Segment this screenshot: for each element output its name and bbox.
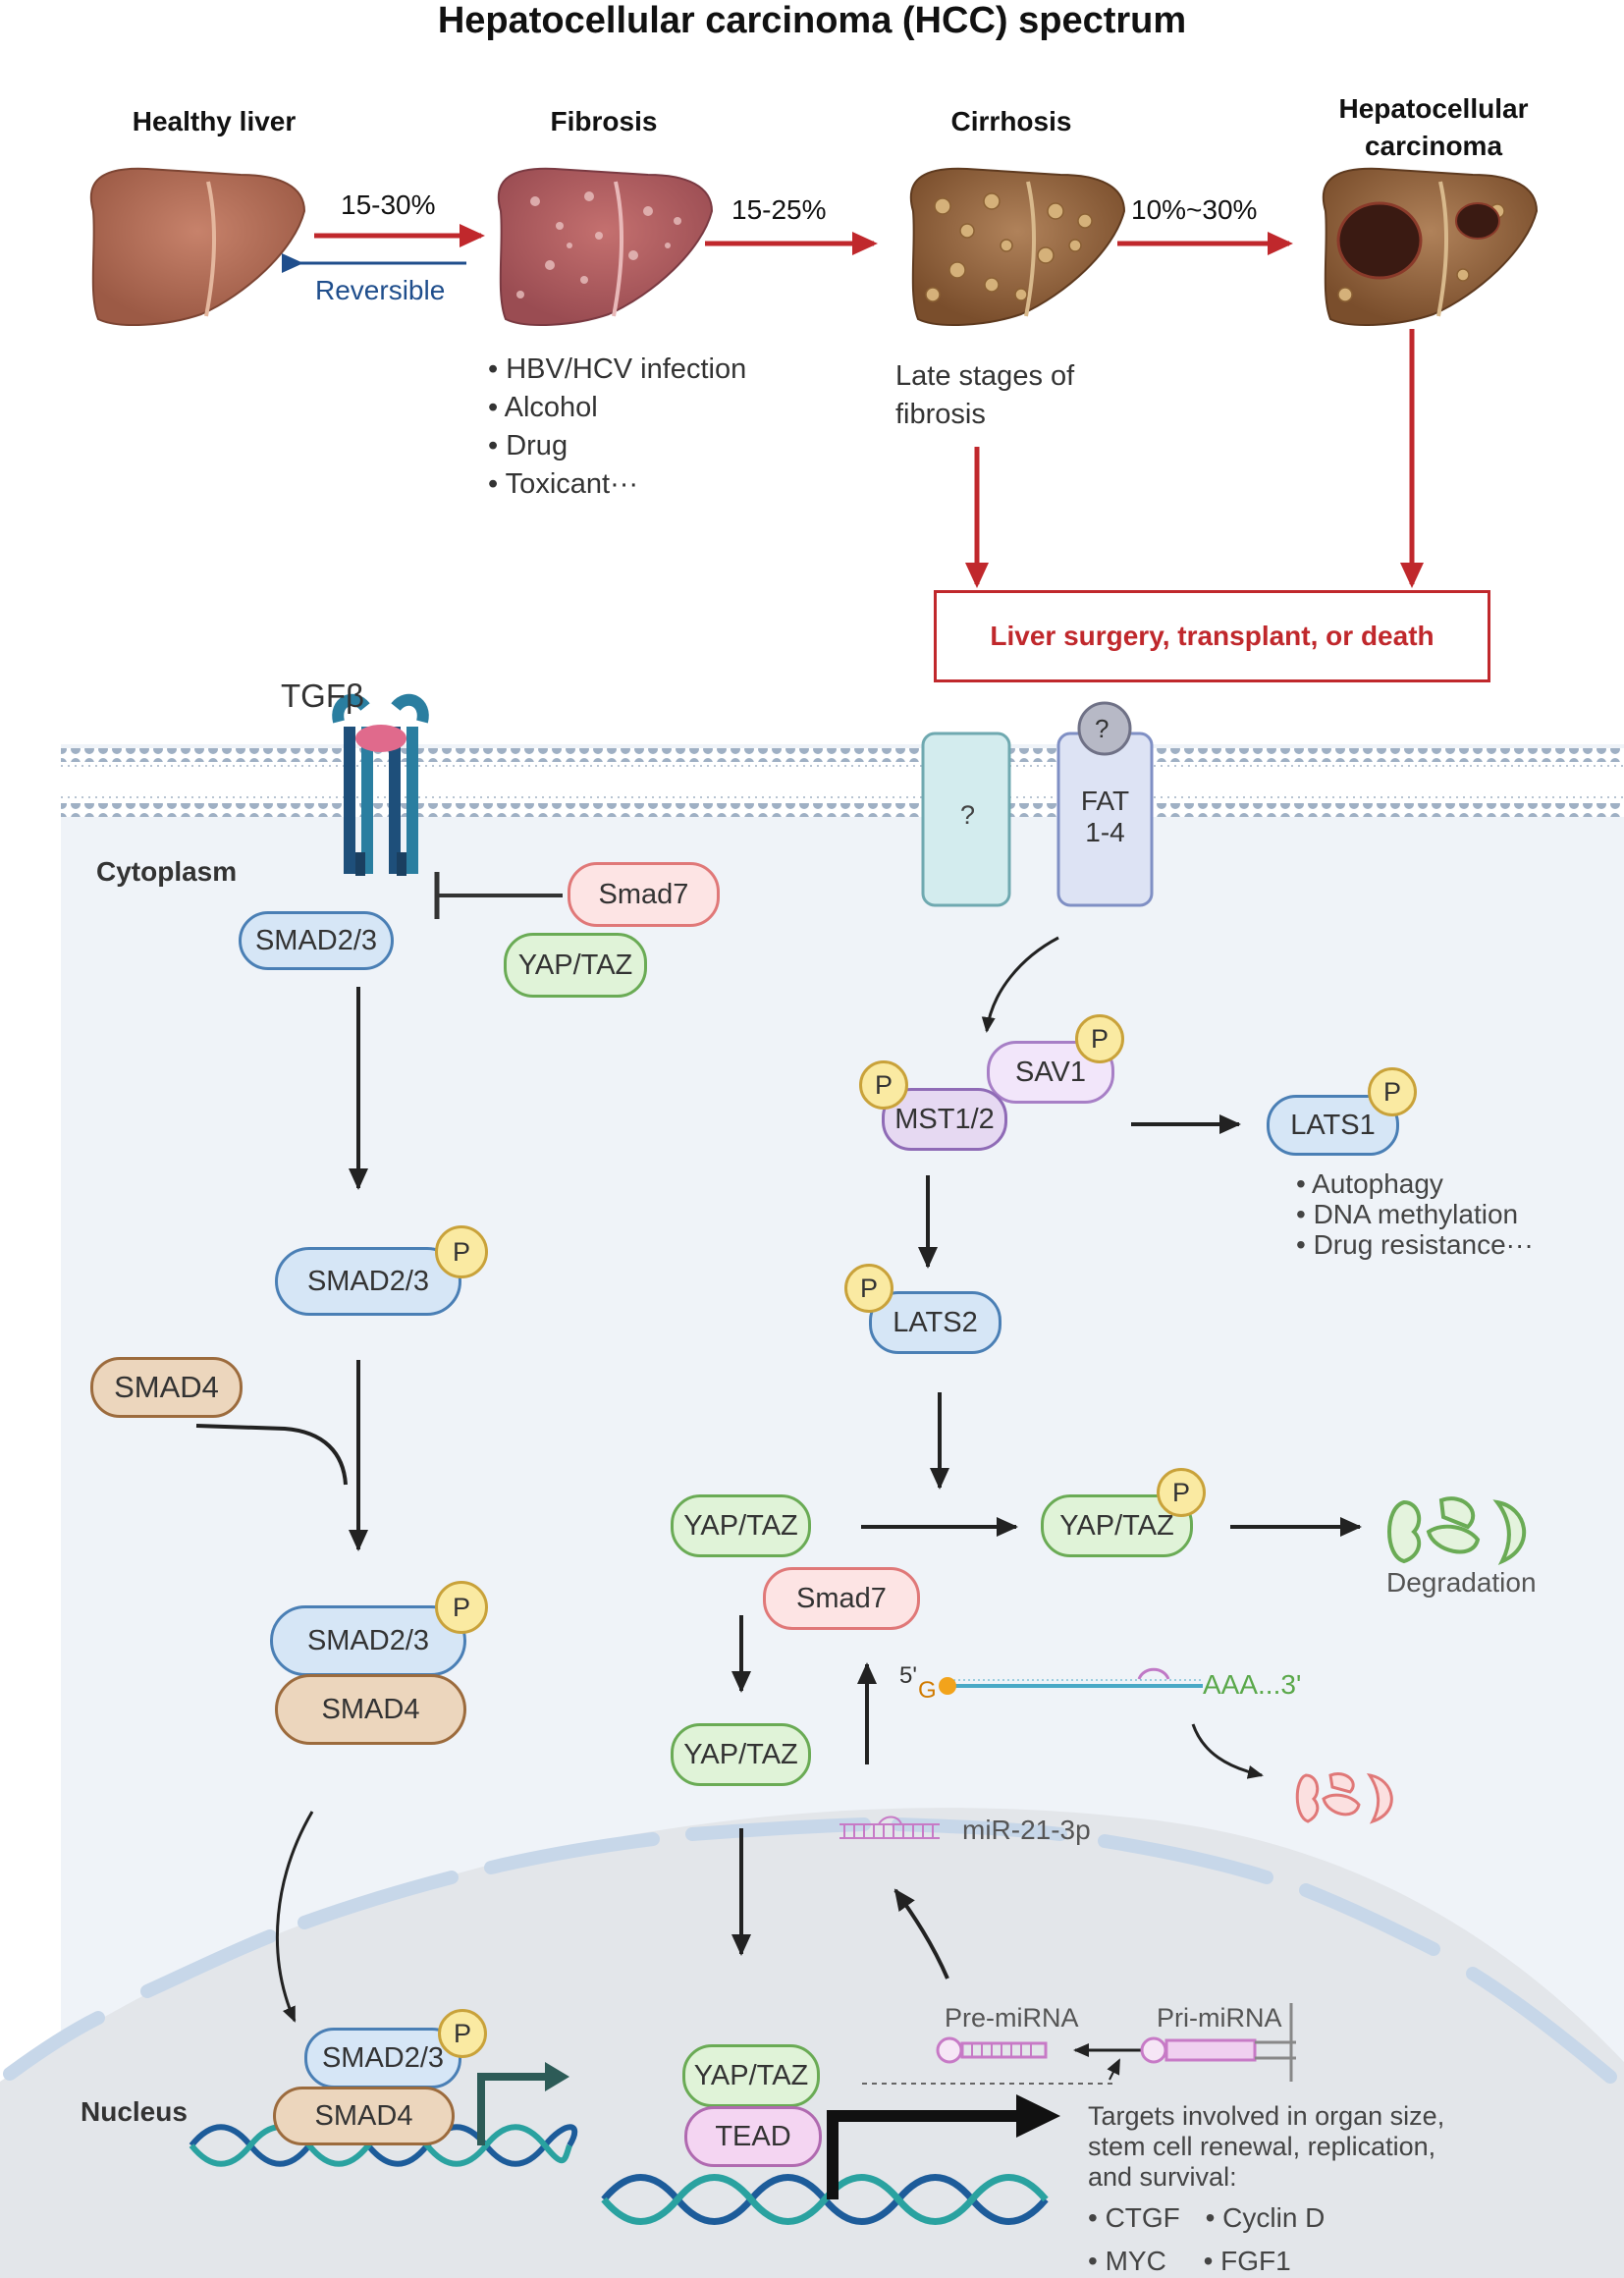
yaptaz-nuclear-bound: YAP/TAZ: [671, 1723, 811, 1786]
figure-title: Hepatocellular carcinoma (HCC) spectrum: [437, 0, 1187, 41]
cause-item: • Toxicant···: [488, 468, 639, 500]
cytoplasm-label: Cytoplasm: [96, 856, 238, 887]
mst12-node: MST1/2: [882, 1088, 1007, 1151]
stage-label-hcc-line: carcinoma: [1364, 131, 1503, 161]
smad23-membrane: SMAD2/3: [239, 911, 394, 970]
tgfb-label: TGFβ: [281, 678, 364, 714]
rate-healthy-to-fibrosis: 15-30%: [341, 190, 436, 220]
pre-mirna-hairpin-icon: [936, 2036, 1048, 2064]
targets-row: • MYC • FGF1: [1088, 2246, 1291, 2276]
fat-ligand-icon: [1077, 701, 1132, 756]
fat-label-line: FAT: [1080, 786, 1130, 816]
unknown-receptor: [921, 732, 1011, 907]
lats1-effect-item: • Drug resistance···: [1296, 1229, 1534, 1260]
pre-mirna-label: Pre-miRNA: [945, 2003, 1079, 2033]
yaptaz-phosphorylated: YAP/TAZ: [1041, 1494, 1193, 1557]
cause-item: • Drug: [488, 430, 568, 461]
phosphate-badge: P: [435, 1581, 488, 1634]
fibrosis-causes-list: • HBV/HCV infection • Alcohol • Drug • T…: [488, 351, 746, 504]
fat-receptor-label: FAT 1-4: [1058, 786, 1152, 848]
pri-mirna-label: Pri-miRNA: [1157, 2003, 1282, 2033]
degradation-label: Degradation: [1386, 1567, 1537, 1598]
lats1-node: LATS1: [1267, 1095, 1399, 1156]
targets-line: Targets involved in organ size,: [1088, 2101, 1445, 2131]
healthy-liver-icon: [89, 167, 306, 326]
fat-ligand-label: ?: [1095, 714, 1110, 743]
mrna-5prime-label: 5': [899, 1662, 917, 1689]
yaptaz-hippo: YAP/TAZ: [671, 1494, 811, 1557]
mirna-icon: [839, 1816, 940, 1839]
stage-label-cirrhosis: Cirrhosis: [950, 106, 1072, 136]
smad4-nuclear: SMAD4: [273, 2087, 455, 2145]
cirrhosis-note: Late stages of fibrosis: [895, 357, 1074, 434]
stage-label-hcc-line: Hepatocellular: [1338, 93, 1529, 124]
reversible-label: Reversible: [315, 275, 446, 305]
mrna-polya-tail: AAA...3': [1203, 1669, 1302, 1700]
yaptaz-cytoplasm: YAP/TAZ: [504, 933, 647, 998]
lats1-effect-item: • DNA methylation: [1296, 1199, 1519, 1229]
smad4-free: SMAD4: [90, 1357, 243, 1418]
targets-description: Targets involved in organ size, stem cel…: [1088, 2101, 1444, 2193]
lats2-node: LATS2: [869, 1291, 1001, 1354]
targets-line: stem cell renewal, replication,: [1088, 2132, 1436, 2161]
phosphate-badge: P: [1368, 1067, 1417, 1116]
unknown-receptor-label: ?: [960, 800, 976, 830]
pri-mirna-hairpin-icon: [1140, 2003, 1296, 2082]
rate-fibrosis-to-cirrhosis: 15-25%: [731, 194, 827, 225]
yaptaz-tead-complex: YAP/TAZ: [682, 2044, 820, 2107]
pathway-arrow: [981, 936, 1059, 1033]
target-gene: • Cyclin D: [1205, 2202, 1326, 2233]
tead-node: TEAD: [684, 2106, 822, 2167]
smad7-cytoplasm: Smad7: [568, 862, 720, 927]
smad7-induced: Smad7: [763, 1567, 920, 1630]
degradation-fragments-icon: [1387, 1496, 1527, 1565]
smad4-join-line: [195, 1424, 348, 1486]
nuclear-import-arrow: [275, 1811, 314, 2023]
transcription-start-arrow-icon: [827, 2110, 1021, 2199]
targets-row: • CTGF • Cyclin D: [1088, 2202, 1325, 2233]
mrna-strand-icon: [939, 1667, 1203, 1695]
mirna-export-arrow: [893, 1888, 949, 1980]
lats1-effects-list: • Autophagy • DNA methylation • Drug res…: [1296, 1168, 1534, 1260]
cirrhosis-note-line: fibrosis: [895, 399, 986, 430]
stage-label-hcc: Hepatocellular carcinoma: [1316, 90, 1551, 165]
targets-line: and survival:: [1088, 2162, 1237, 2192]
lats1-effect-item: • Autophagy: [1296, 1168, 1443, 1199]
phosphate-badge: P: [844, 1264, 893, 1313]
phosphate-badge: P: [859, 1060, 908, 1110]
phosphate-badge: P: [438, 2009, 487, 2058]
cirrhosis-liver-icon: [909, 167, 1126, 326]
cause-item: • Alcohol: [488, 392, 598, 423]
outcome-box: Liver surgery, transplant, or death: [934, 590, 1490, 682]
mir-21-3p-label: miR-21-3p: [962, 1815, 1091, 1845]
phosphate-badge: P: [1075, 1014, 1124, 1063]
hcc-liver-icon: [1322, 167, 1539, 326]
smad4-complex: SMAD4: [275, 1674, 466, 1745]
mrna-cap-label: G: [918, 1677, 937, 1704]
transcription-start-arrow-icon: [477, 2073, 550, 2145]
phosphate-badge: P: [435, 1225, 488, 1278]
fibrosis-liver-icon: [497, 167, 714, 326]
cause-item: • HBV/HCV infection: [488, 353, 747, 385]
sav1-node: SAV1: [987, 1041, 1114, 1104]
cirrhosis-note-line: Late stages of: [895, 360, 1075, 392]
fat-label-line: 1-4: [1085, 817, 1125, 847]
phosphate-badge: P: [1157, 1468, 1206, 1517]
rate-cirrhosis-to-hcc: 10%~30%: [1131, 194, 1258, 225]
target-gene: • FGF1: [1203, 2246, 1291, 2276]
target-gene: • MYC: [1088, 2246, 1166, 2276]
mrna-degradation-arrow: [1191, 1723, 1264, 1779]
tgfb-receptor-icon: [332, 693, 429, 876]
stage-label-healthy: Healthy liver: [132, 106, 297, 136]
nuclear-envelope: [3, 1817, 1617, 2084]
stage-label-fibrosis: Fibrosis: [550, 106, 658, 136]
target-gene: • CTGF: [1088, 2202, 1180, 2233]
smad23-complex: SMAD2/3: [270, 1605, 466, 1676]
degraded-mrna-fragments-icon: [1295, 1772, 1393, 1824]
smad23-phosphorylated: SMAD2/3: [275, 1247, 461, 1316]
nucleus-label: Nucleus: [81, 2096, 188, 2127]
dna-helix-right-icon: [601, 2174, 1049, 2225]
